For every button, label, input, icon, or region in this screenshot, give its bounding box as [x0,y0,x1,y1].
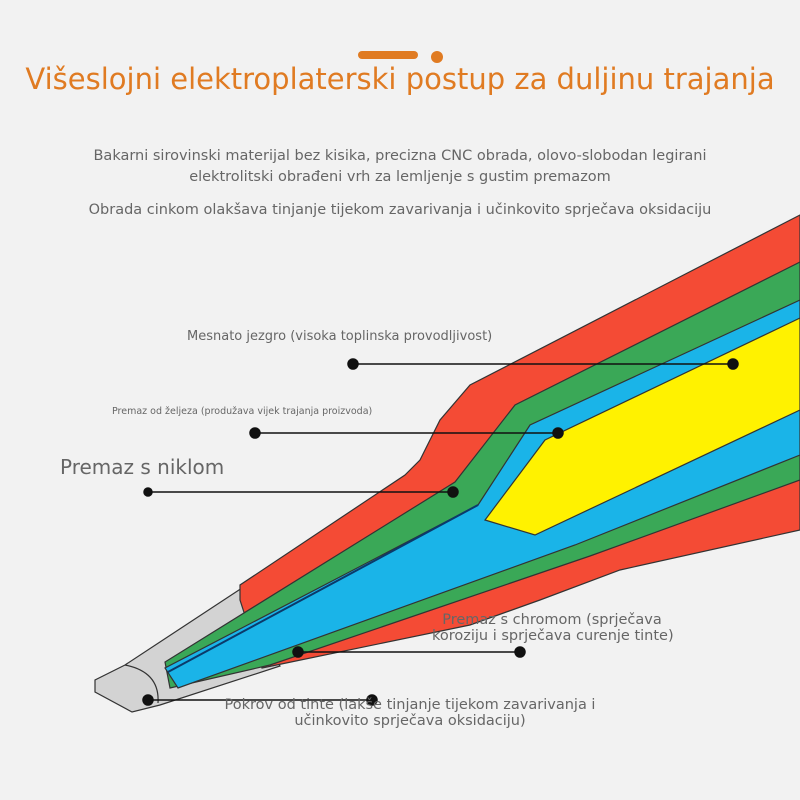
label-iron: Premaz od željeza (produžava vijek traja… [112,406,373,417]
label-tin-line1: Pokrov od tinte (lakše tinjanje tijekom … [224,697,596,713]
label-chrome-line2: koroziju i sprječava curenje tinte) [432,628,674,644]
subtitle-materials: Bakarni sirovinski materijal bez kisika,… [93,148,707,185]
label-chrome: Premaz s chromom (sprječava koroziju i s… [432,612,674,644]
tip-face [124,664,159,704]
decor-dot [431,51,443,63]
layer-green [164,261,800,689]
subtitle-zinc: Obrada cinkom olakšava tinjanje tijekom … [88,202,712,218]
decor-bar [358,51,418,59]
page-title: Višeslojni elektroplaterski postup za du… [25,62,775,96]
label-tin-line2: učinkovito sprječava oksidaciju) [294,713,526,729]
label-nickel: Premaz s niklom [60,455,225,479]
layer-core [484,317,800,536]
label-core: Mesnato jezgro (visoka toplinska provodl… [187,329,493,344]
label-chrome-line1: Premaz s chromom (sprječava [442,612,662,628]
label-tin: Pokrov od tinte (lakše tinjanje tijekom … [200,697,620,729]
layer-divider [167,504,479,673]
leader-lines [142,358,739,706]
